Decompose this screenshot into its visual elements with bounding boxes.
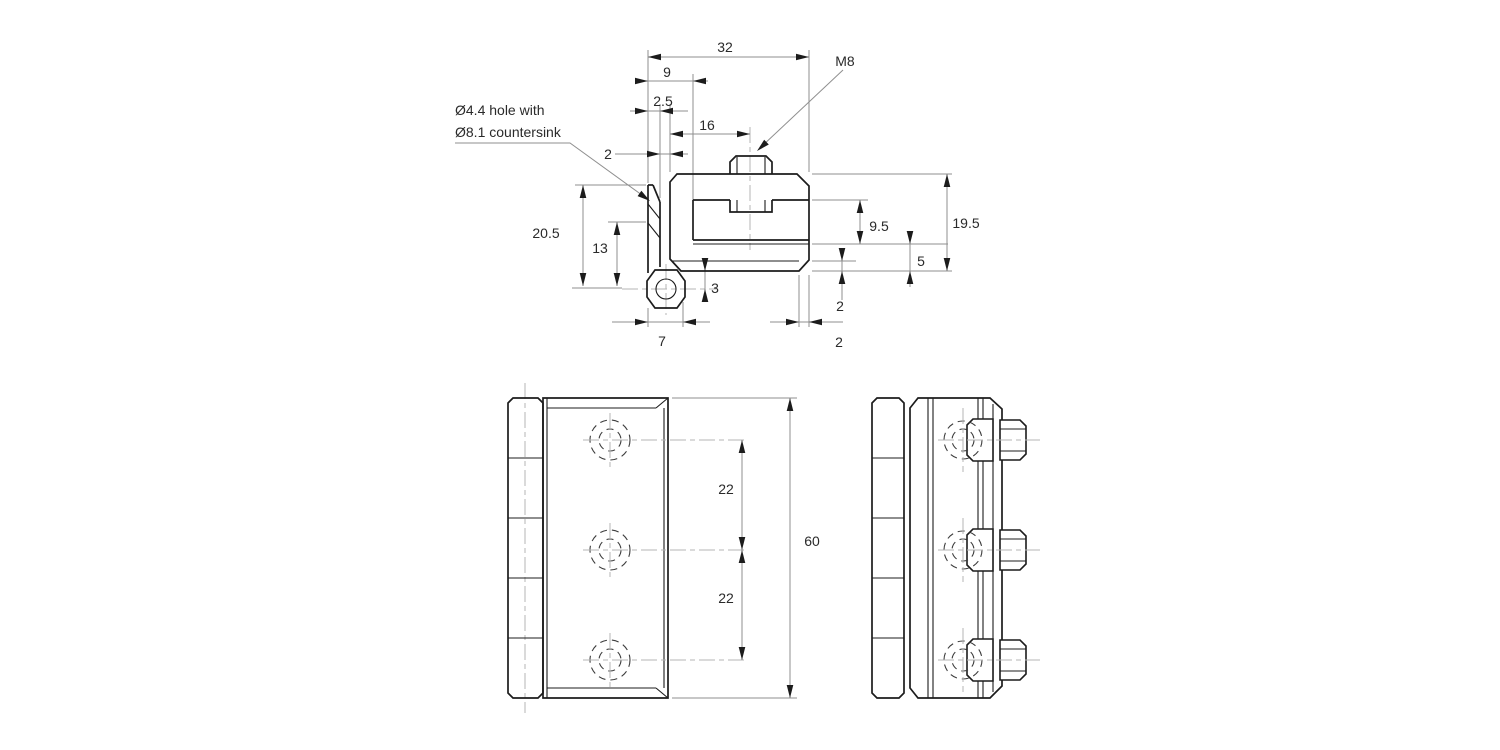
dim-leaf-thickness: 2.5 bbox=[653, 93, 673, 109]
dim-lip-thickness: 2 bbox=[836, 298, 844, 314]
arrowheads bbox=[579, 53, 951, 326]
dim-hole-center-height: 13 bbox=[592, 240, 608, 256]
dim-overall-width: 32 bbox=[717, 39, 733, 55]
dim-knuckle-width: 7 bbox=[658, 333, 666, 349]
hinge-knuckle-section bbox=[646, 269, 686, 309]
dim-overall-height: 60 bbox=[804, 533, 820, 549]
countersink-callout-line1: Ø4.4 hole with bbox=[455, 102, 545, 118]
thread-label: M8 bbox=[835, 53, 855, 69]
bolt-section bbox=[729, 155, 773, 213]
dim-slot-opening: 9.5 bbox=[869, 218, 889, 234]
side-view-with-bolts bbox=[871, 397, 1040, 699]
dim-pin-offset: 3 bbox=[711, 280, 719, 296]
countersunk-holes bbox=[583, 413, 747, 687]
knuckle-strip bbox=[507, 397, 544, 699]
dim-body-height: 19.5 bbox=[952, 215, 979, 231]
dim-leaf-height: 20.5 bbox=[532, 225, 559, 241]
countersink-leader bbox=[455, 142, 647, 199]
thread-leader bbox=[759, 69, 844, 149]
knuckle-strip-side bbox=[871, 397, 905, 699]
side-section-view: 32 9 2.5 16 2 20.5 13 9.5 19.5 5 2 3 7 2… bbox=[455, 39, 980, 350]
dim-hole-pitch-lower: 22 bbox=[718, 590, 734, 606]
dim-leaf-gap: 2 bbox=[604, 146, 612, 162]
dim-bolt-center-offset: 16 bbox=[699, 117, 715, 133]
leaf-plate-front bbox=[542, 397, 669, 699]
hinge-leaf-section bbox=[647, 184, 661, 273]
front-view-dimensions bbox=[672, 397, 797, 699]
dim-leaf-to-slot: 9 bbox=[663, 64, 671, 80]
countersink-callout-line2: Ø8.1 countersink bbox=[455, 124, 562, 140]
dim-chamfer-width: 2 bbox=[835, 334, 843, 350]
dimension-lines bbox=[572, 50, 952, 327]
dim-hole-pitch-upper: 22 bbox=[718, 481, 734, 497]
front-view: 22 22 60 bbox=[507, 383, 820, 713]
centerlines bbox=[622, 127, 751, 315]
bolt-hole-marks bbox=[938, 408, 1040, 692]
dim-lower-arm-height: 5 bbox=[917, 253, 925, 269]
clevis-body-section bbox=[669, 173, 810, 272]
